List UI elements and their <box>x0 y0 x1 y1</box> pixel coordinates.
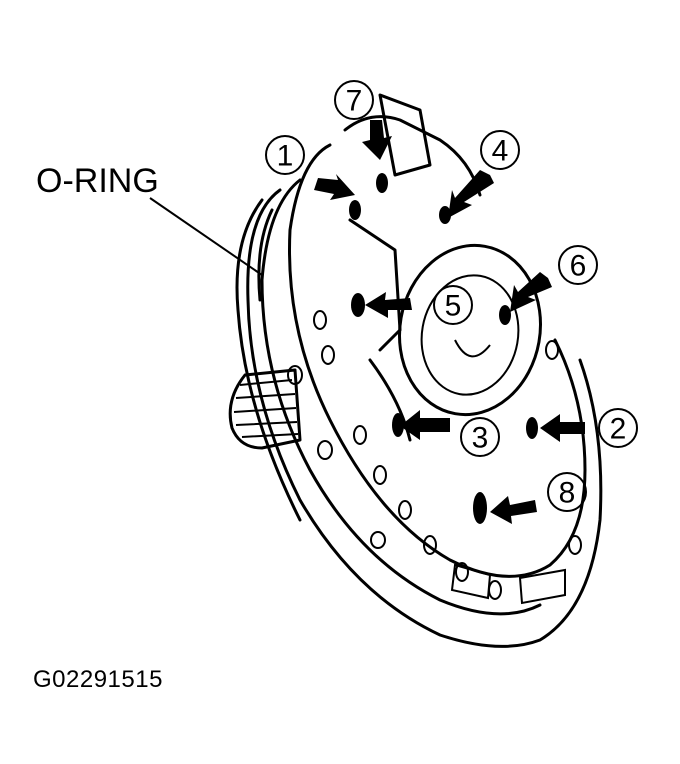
arrow-6-icon <box>510 272 552 312</box>
svg-text:7: 7 <box>346 85 363 118</box>
arrow-5-icon <box>365 292 412 318</box>
svg-text:3: 3 <box>472 422 489 455</box>
callout-7: 7 <box>334 80 374 120</box>
callout-1: 1 <box>265 135 305 175</box>
o-ring-leader-line <box>149 197 263 276</box>
o-ring-label: O-RING <box>36 162 159 200</box>
arrow-1-icon <box>314 174 355 200</box>
callout-8: 8 <box>547 472 587 512</box>
svg-text:5: 5 <box>445 290 462 323</box>
figure-id: G02291515 <box>33 666 163 693</box>
svg-text:1: 1 <box>277 140 294 173</box>
arrow-2-icon <box>540 414 585 442</box>
arrow-8-icon <box>490 496 537 524</box>
callout-5: 5 <box>433 285 473 325</box>
callout-6: 6 <box>558 245 598 285</box>
pump-housing <box>235 93 603 648</box>
bolt-arrows <box>314 120 585 524</box>
arrow-4-icon <box>448 170 494 218</box>
bolt-heads <box>349 173 538 524</box>
svg-text:8: 8 <box>559 477 576 510</box>
svg-text:6: 6 <box>570 250 587 283</box>
svg-text:4: 4 <box>492 135 509 168</box>
arrow-3-icon <box>400 410 450 440</box>
center-cover-plate <box>348 218 542 442</box>
callout-3: 3 <box>460 417 500 457</box>
arrow-7-icon <box>362 120 392 160</box>
callout-2: 2 <box>598 408 638 448</box>
callout-4: 4 <box>480 130 520 170</box>
svg-text:2: 2 <box>610 413 627 446</box>
